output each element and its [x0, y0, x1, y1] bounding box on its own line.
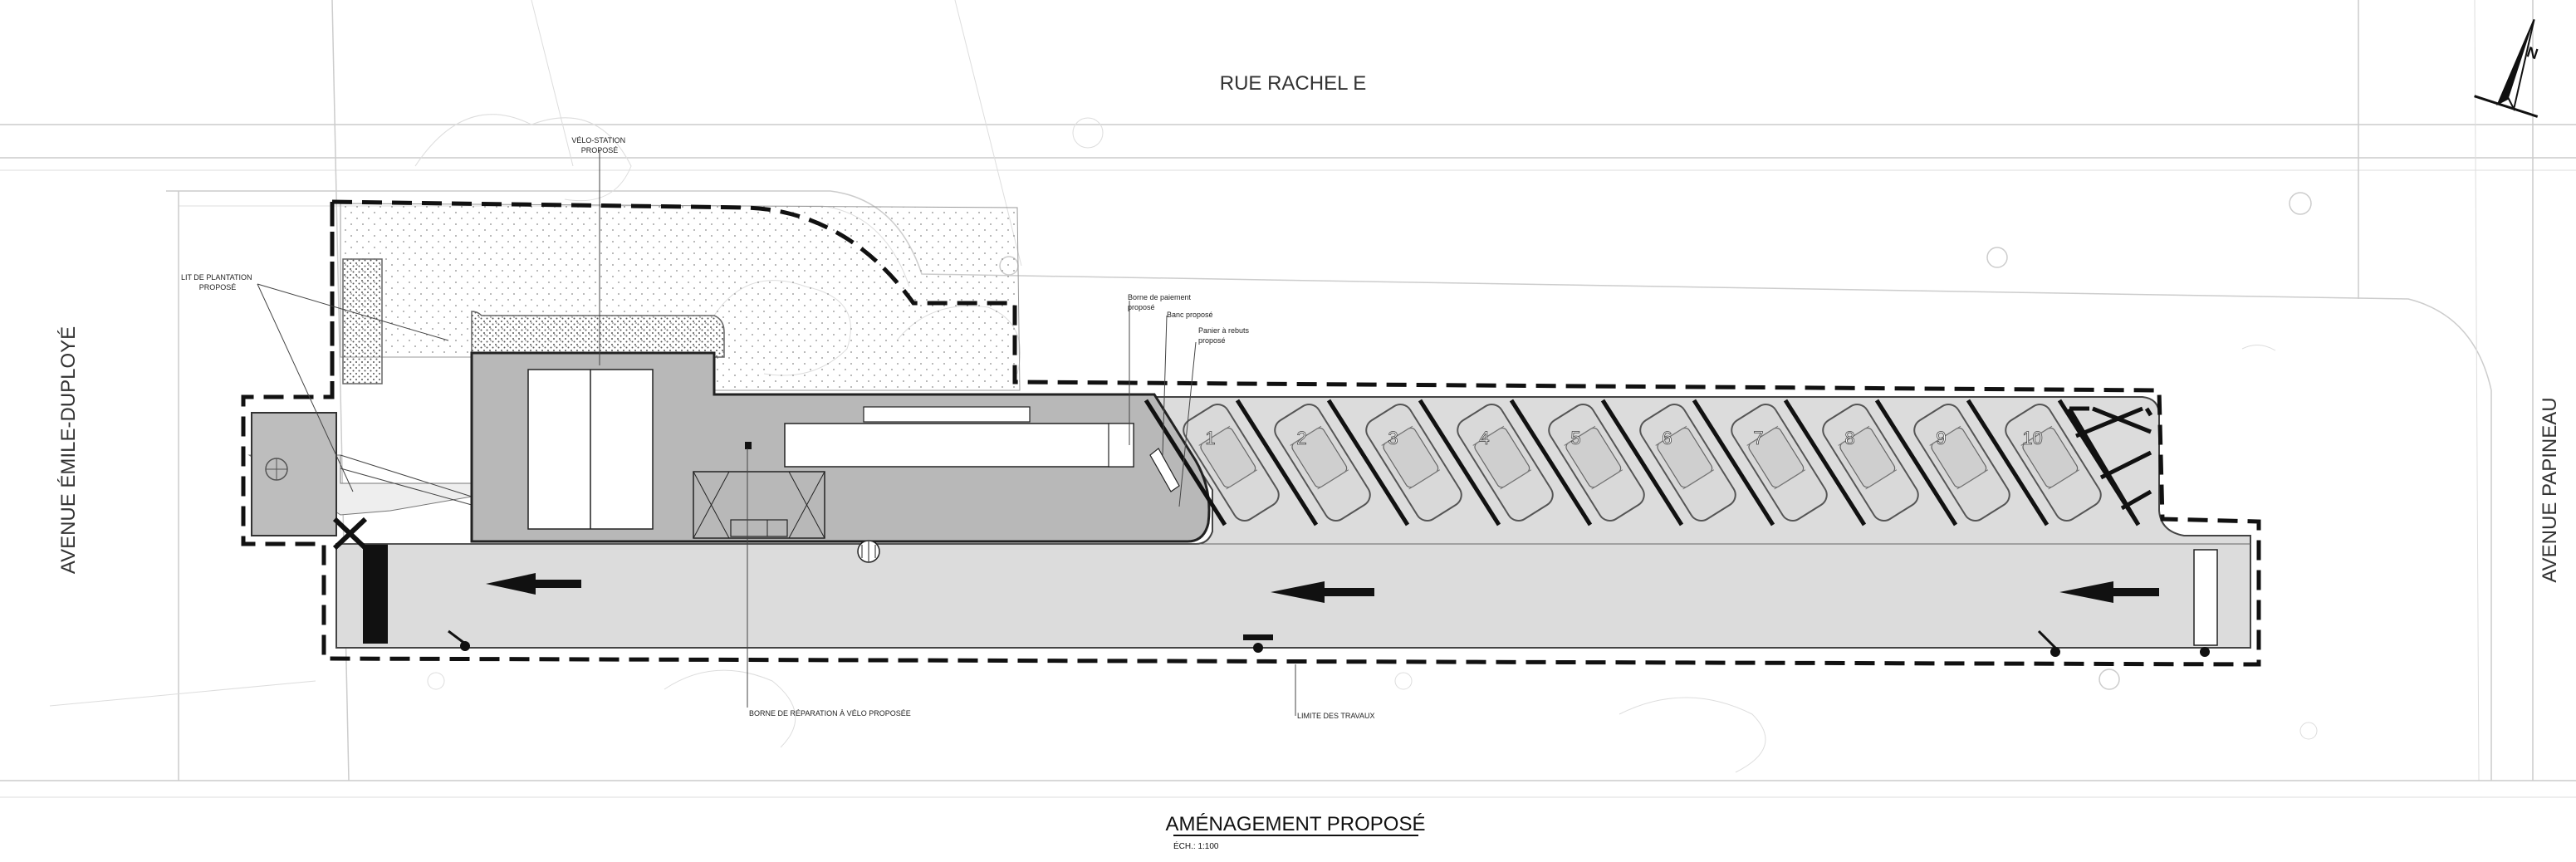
- velo-station-building: [470, 351, 1211, 563]
- repair-station-icon: [745, 442, 752, 449]
- stall-line: [1874, 399, 1958, 527]
- leader-lines: [257, 149, 1296, 716]
- stall-line: [1235, 399, 1319, 527]
- street-name-west: AVENUE ÉMILE-DUPLOYÉ: [57, 326, 80, 574]
- parked-car: [1274, 404, 1371, 522]
- parked-car: [2005, 404, 2102, 522]
- parked-car: [1639, 404, 1736, 522]
- stall-line: [1509, 399, 1593, 527]
- drawing-title: AMÉNAGEMENT PROPOSÉ: [1166, 813, 1426, 835]
- traffic-arrows: [486, 573, 2159, 603]
- stall-number: 6: [1662, 428, 1672, 448]
- east-shelter: [2193, 549, 2218, 646]
- parking-stalls: 1 2 3 4 5 6 7 8 9 10: [1144, 399, 2141, 527]
- stall-number: 5: [1570, 428, 1580, 448]
- parked-car: [1365, 404, 1462, 522]
- parked-car: [1457, 404, 1554, 522]
- stall-number: 8: [1844, 428, 1854, 448]
- label-waste-basket: Panier à rebuts proposé: [1198, 326, 1251, 345]
- label-repair-station: BORNE DE RÉPARATION À VÉLO PROPOSÉE: [749, 709, 911, 718]
- stall-line: [1966, 399, 2050, 527]
- equipment-box: [693, 471, 825, 539]
- landscape-areas: [247, 203, 1021, 516]
- parked-car: [1731, 404, 1828, 522]
- stall-line: [1144, 399, 1227, 527]
- stall-line: [1783, 399, 1867, 527]
- label-velo-station: VÉLO-STATION PROPOSÉ: [571, 136, 627, 154]
- no-parking-hatch: [2067, 406, 2153, 527]
- arrow-left-icon: [2059, 581, 2159, 603]
- stall-number: 4: [1479, 428, 1489, 448]
- bike-rack: [784, 423, 1134, 468]
- north-arrow-icon: N: [2474, 19, 2540, 118]
- stall-line: [1326, 399, 1410, 527]
- payment-terminal: [1149, 448, 1180, 492]
- bench: [863, 406, 1031, 423]
- stall-number: 9: [1936, 428, 1946, 448]
- parked-car: [1822, 404, 1919, 522]
- street-name-north: RUE RACHEL E: [1220, 72, 1366, 95]
- stall-number: 1: [1205, 428, 1215, 448]
- stall-line: [1418, 399, 1501, 527]
- planting-bed-west: [342, 258, 383, 384]
- planting-bed-velo: [471, 311, 725, 358]
- label-bench: Banc proposé: [1167, 311, 1213, 319]
- bike-corral: [251, 412, 337, 536]
- entrance-bar: [363, 544, 388, 644]
- parked-car: [1183, 404, 1280, 522]
- stall-number: 7: [1753, 428, 1763, 448]
- stall-line: [1692, 399, 1775, 527]
- label-work-limit: LIMITE DES TRAVAUX: [1297, 712, 1375, 720]
- stall-number: 3: [1388, 428, 1398, 448]
- north-letter: N: [2525, 43, 2540, 62]
- arrow-left-icon: [1271, 581, 1374, 603]
- work-limit-line: [241, 199, 2261, 667]
- stall-number: 2: [1296, 428, 1306, 448]
- label-payment-terminal: Borne de paiement proposé: [1128, 293, 1193, 311]
- stall-line: [1600, 399, 1684, 527]
- parked-car: [1913, 404, 2010, 522]
- stall-number: 10: [2022, 428, 2042, 448]
- arrow-left-icon: [486, 573, 581, 595]
- drawing-scale: ÉCH.: 1:100: [1173, 840, 1219, 851]
- site-furnishings: [332, 517, 2218, 657]
- context-linework: [0, 0, 2576, 798]
- label-planting-bed: LIT DE PLANTATION PROPOSÉ: [181, 273, 254, 291]
- parked-car: [1548, 404, 1645, 522]
- street-name-east: AVENUE PAPINEAU: [2539, 397, 2561, 582]
